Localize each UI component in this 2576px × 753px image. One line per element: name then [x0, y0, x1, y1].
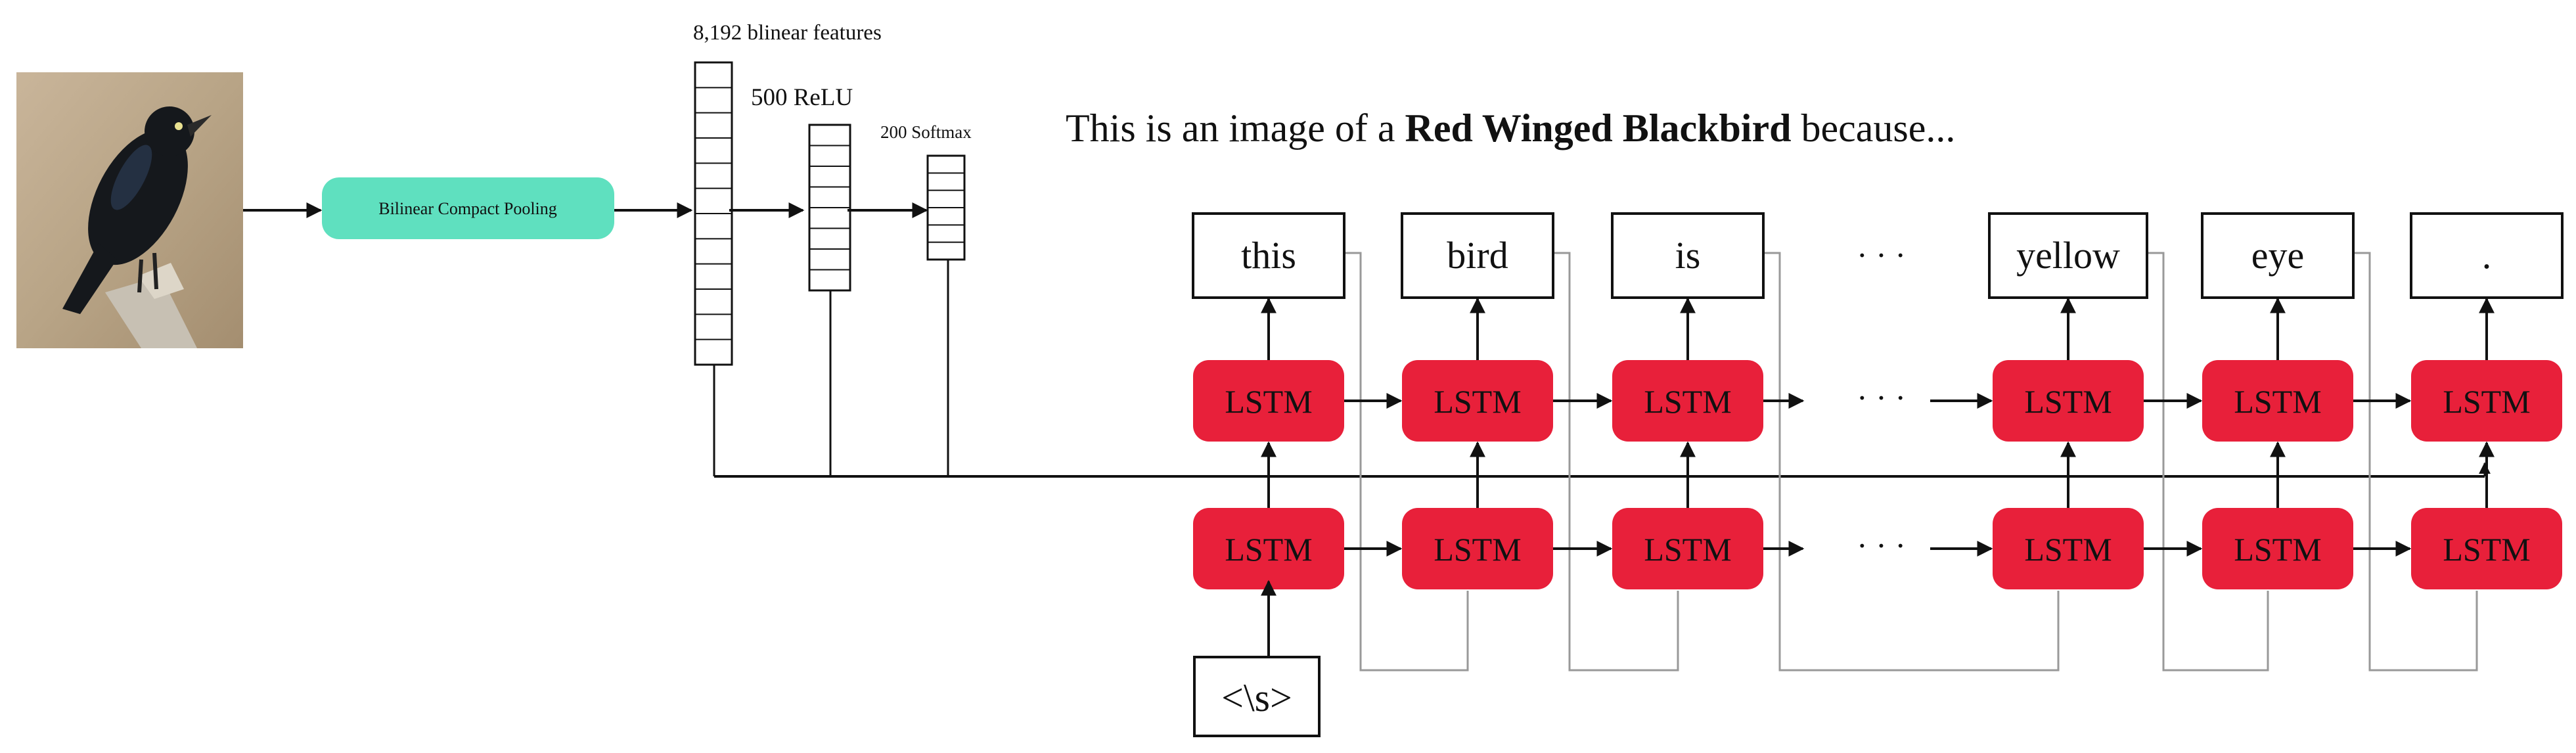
bird-photo: [16, 72, 243, 348]
output-word-box: eye: [2201, 212, 2355, 299]
ellipsis: · · ·: [1857, 237, 1906, 273]
output-word: bird: [1447, 234, 1508, 277]
lstm-label: LSTM: [1434, 383, 1521, 420]
output-word: .: [2482, 234, 2492, 277]
output-word-box: is: [1611, 212, 1765, 299]
lstm-label: LSTM: [1644, 531, 1731, 568]
lstm-label: LSTM: [1225, 383, 1312, 420]
feedback-line: [1344, 252, 1469, 672]
lstm-cell-top-1: LSTM: [1402, 360, 1553, 442]
lstm-label: LSTM: [2443, 531, 2530, 568]
lstm-label: LSTM: [1644, 383, 1731, 420]
relu-layer-500: 500 ReLU: [751, 84, 853, 292]
output-word: this: [1241, 234, 1296, 277]
caption-suffix: because...: [1791, 106, 1955, 150]
output-word: is: [1675, 234, 1701, 277]
start-token: <\s>: [1193, 656, 1321, 737]
lstm-label: LSTM: [2234, 383, 2321, 420]
output-word-box: bird: [1401, 212, 1554, 299]
feedback-connections: [1344, 252, 2478, 672]
output-word-box: yellow: [1988, 212, 2148, 299]
lstm-label: LSTM: [1434, 531, 1521, 568]
feature-layer-label: 8,192 blinear features: [693, 21, 882, 45]
feedback-line: [1553, 252, 1679, 672]
caption-prefix: This is an image of a: [1066, 106, 1405, 150]
relu-layer-label: 500 ReLU: [751, 84, 853, 111]
lstm-cell-bottom-3: LSTM: [1993, 508, 2144, 589]
lstm-cell-bottom-0: LSTM: [1193, 508, 1344, 589]
feedback-line: [1763, 252, 2060, 672]
lstm-cell-bottom-1: LSTM: [1402, 508, 1553, 589]
lstm-cell-top-4: LSTM: [2202, 360, 2353, 442]
feedback-line: [2147, 252, 2269, 672]
pooling-block: Bilinear Compact Pooling: [322, 177, 614, 239]
lstm-cell-bottom-5: LSTM: [2411, 508, 2562, 589]
lstm-label: LSTM: [2024, 531, 2112, 568]
lstm-cell-top-3: LSTM: [1993, 360, 2144, 442]
lstm-label: LSTM: [2024, 383, 2112, 420]
output-words: this bird is yellow eye.: [1192, 212, 2564, 299]
caption-class-name: Red Winged Blackbird: [1405, 106, 1792, 150]
lstm-bottom-row: LSTM LSTM LSTM LSTM LSTM LSTM: [1193, 508, 2562, 589]
lstm-cell-top-2: LSTM: [1612, 360, 1763, 442]
ellipsis: · · ·: [1857, 527, 1906, 564]
lstm-top-row: LSTM LSTM LSTM LSTM LSTM LSTM: [1193, 360, 2562, 442]
start-token-label: <\s>: [1221, 676, 1292, 719]
lstm-connections: [1261, 297, 2495, 557]
softmax-layer-200: 200 Softmax: [880, 122, 972, 261]
feature-layer-stack: [694, 61, 733, 366]
lstm-label: LSTM: [1225, 531, 1312, 568]
pooling-label: Bilinear Compact Pooling: [378, 199, 557, 218]
feedback-line: [2353, 252, 2478, 672]
lstm-cell-bottom-4: LSTM: [2202, 508, 2353, 589]
lstm-cell-top-5: LSTM: [2411, 360, 2562, 442]
softmax-layer-label: 200 Softmax: [880, 122, 972, 142]
ellipsis: · · ·: [1857, 379, 1906, 416]
softmax-layer-stack: [926, 154, 966, 261]
lstm-cell-top-0: LSTM: [1193, 360, 1344, 442]
explanation-caption: This is an image of a Red Winged Blackbi…: [1066, 106, 1955, 150]
lstm-label: LSTM: [2443, 383, 2530, 420]
ellipsis-markers: · · · · · · · · ·: [1857, 237, 1906, 564]
lstm-label: LSTM: [2234, 531, 2321, 568]
output-word: yellow: [2016, 234, 2120, 277]
output-word-box: .: [2410, 212, 2564, 299]
feature-layer-8192: 8,192 blinear features: [693, 21, 882, 366]
output-word-box: this: [1192, 212, 1345, 299]
output-word: eye: [2251, 234, 2305, 277]
lstm-cell-bottom-2: LSTM: [1612, 508, 1763, 589]
relu-layer-stack: [808, 124, 851, 292]
